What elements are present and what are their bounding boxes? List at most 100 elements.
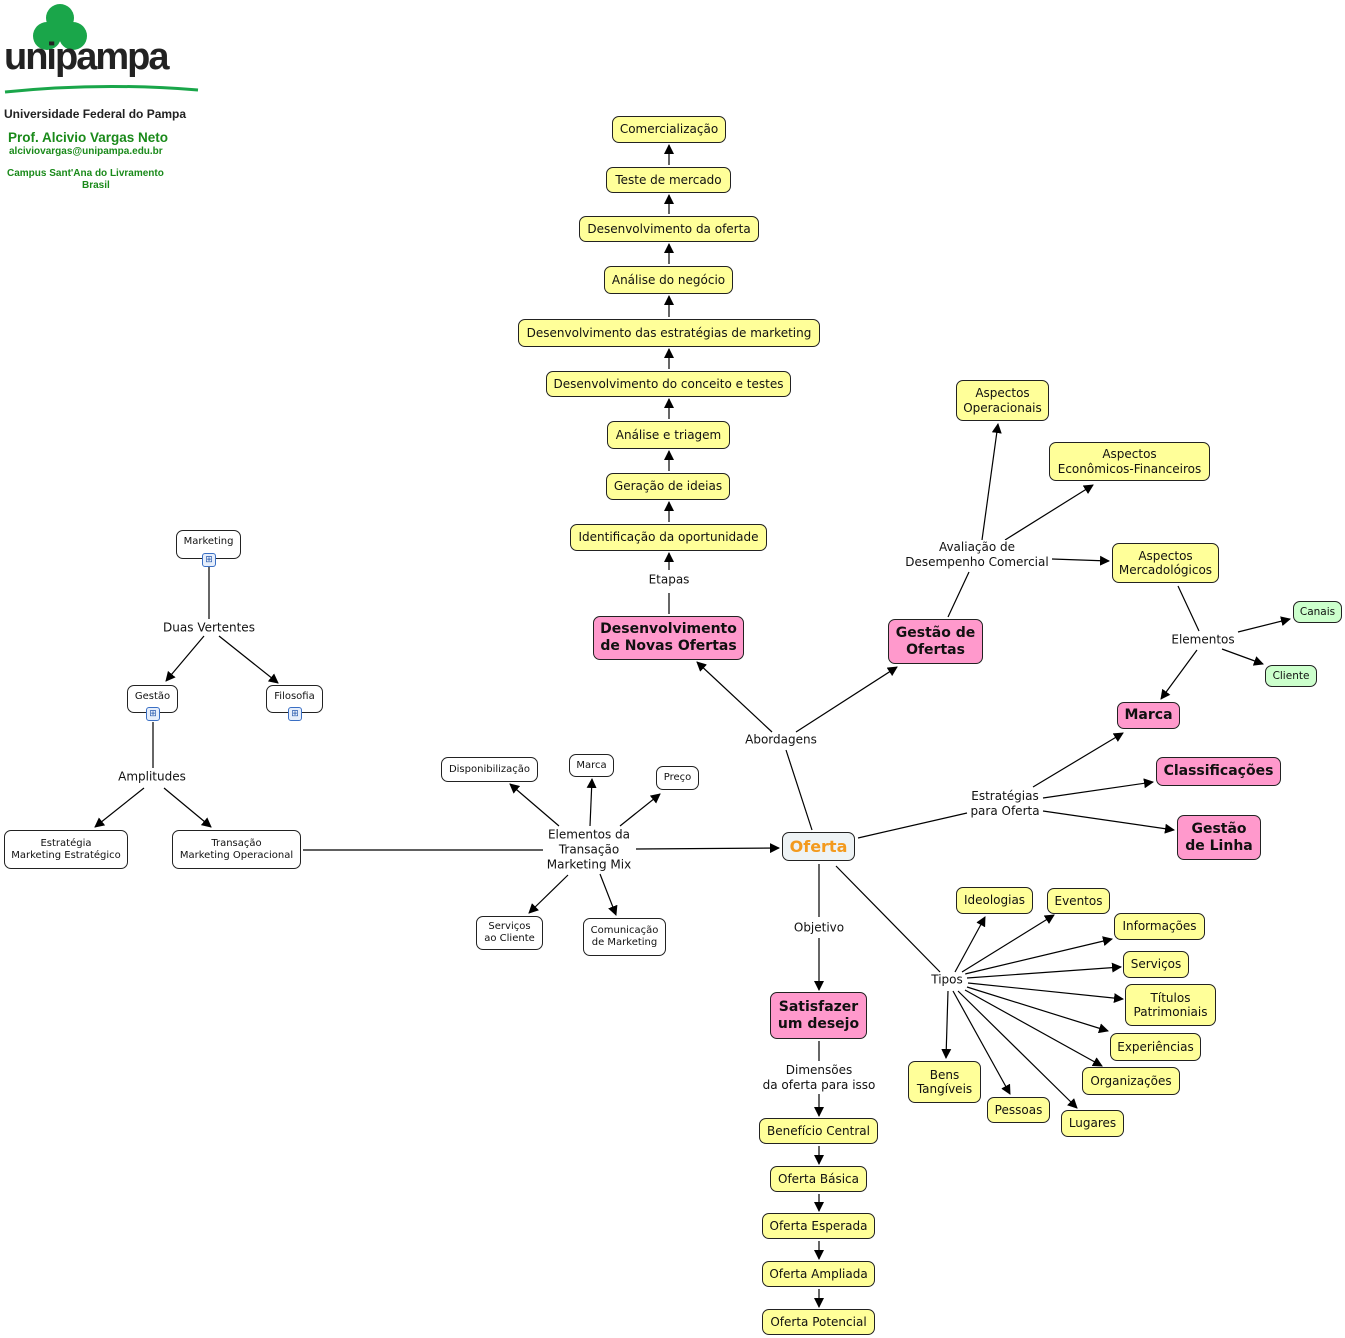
mix-distribution[interactable]: Disponibilização [441, 757, 538, 782]
link-arrow [964, 989, 1103, 1067]
mix-marketing-communication[interactable]: Comunicação de Marketing [583, 918, 666, 956]
type-services[interactable]: Serviços [1123, 951, 1189, 978]
university-name: Universidade Federal do Pampa [4, 107, 187, 121]
link-arrow [1042, 810, 1175, 834]
link-line [785, 749, 813, 831]
link-arrow [966, 962, 1122, 979]
linked-map-icon[interactable]: ⊞ [146, 707, 160, 721]
step-market-test[interactable]: Teste de mercado [606, 167, 731, 193]
link-label-abordagens: Abordagens [743, 732, 819, 748]
logo-wordmark: unipampa [4, 36, 169, 78]
mix-price[interactable]: Preço [656, 766, 699, 790]
link-label-elementos: Elementos [1169, 632, 1237, 648]
link-arrow [981, 423, 1002, 541]
link-label-objetivo: Objetivo [791, 920, 847, 936]
step-marketing-strategy[interactable]: Desenvolvimento das estratégias de marke… [518, 319, 820, 347]
step-offer-development[interactable]: Desenvolvimento da oferta [579, 216, 759, 242]
clover-logo-icon [4, 4, 199, 94]
link-label-etapas: Etapas [646, 572, 692, 588]
node-economic-aspects[interactable]: Aspectos Econômicos-Financeiros [1049, 442, 1210, 481]
link-arrow [163, 787, 212, 828]
link-arrow [941, 990, 952, 1059]
type-ideologies[interactable]: Ideologias [956, 887, 1033, 914]
level-basic-offer[interactable]: Oferta Básica [770, 1166, 867, 1192]
link-arrow [954, 916, 986, 973]
campus-name: Campus Sant'Ana do Livramento [7, 168, 164, 179]
node-client[interactable]: Cliente [1265, 665, 1317, 687]
link-arrow [528, 874, 569, 914]
country-name: Brasil [82, 180, 110, 191]
link-arrow [952, 990, 1011, 1095]
link-arrow [599, 873, 618, 916]
link-arrow [1032, 732, 1124, 788]
link-arrow [586, 778, 597, 827]
node-offer-management[interactable]: Gestão de Ofertas [888, 619, 983, 664]
link-arrow [966, 986, 1109, 1034]
link-arrow [1221, 648, 1264, 666]
link-line [835, 865, 941, 973]
node-new-offer-development[interactable]: Desenvolvimento de Novas Ofertas [593, 616, 744, 660]
link-arrow [1160, 649, 1198, 700]
professor-name: Prof. Alcivio Vargas Neto [8, 130, 169, 145]
link-label-two-aspects: Duas Vertentes [161, 620, 257, 636]
node-strategic-marketing[interactable]: Estratégia Marketing Estratégico [4, 830, 128, 869]
link-line [857, 812, 968, 839]
link-label-evaluation: Avaliação de Desempenho Comercial [903, 540, 1051, 570]
link-label-tipos: Tipos [929, 972, 965, 988]
step-business-analysis[interactable]: Análise do negócio [604, 266, 733, 294]
professor-email[interactable]: alciviovargas@unipampa.edu.br [9, 146, 163, 157]
link-label-strategies: Estratégias para Oferta [968, 789, 1042, 819]
link-arrow [509, 783, 560, 827]
linked-map-icon[interactable]: ⊞ [202, 553, 216, 567]
type-places[interactable]: Lugares [1061, 1110, 1124, 1137]
link-arrow [961, 914, 1055, 973]
link-arrow [795, 666, 898, 733]
node-offer-center[interactable]: Oferta [782, 832, 855, 861]
step-screening[interactable]: Análise e triagem [607, 421, 730, 449]
mix-customer-service[interactable]: Serviços ao Cliente [476, 916, 543, 950]
node-line-management[interactable]: Gestão de Linha [1177, 815, 1261, 860]
type-information[interactable]: Informações [1114, 913, 1205, 940]
step-commercialization[interactable]: Comercialização [612, 116, 726, 143]
type-experiences[interactable]: Experiências [1110, 1033, 1201, 1061]
link-line [1177, 585, 1200, 632]
type-events[interactable]: Eventos [1047, 888, 1110, 914]
link-arrow [94, 787, 145, 828]
link-arrow [967, 982, 1124, 1004]
step-opportunity-identification[interactable]: Identificação da oportunidade [570, 524, 767, 551]
link-arrow [165, 635, 205, 682]
step-concept-testing[interactable]: Desenvolvimento do conceito e testes [546, 371, 791, 397]
node-operational-marketing[interactable]: Transação Marketing Operacional [172, 830, 301, 869]
type-property-titles[interactable]: Títulos Patrimoniais [1125, 984, 1216, 1026]
step-idea-generation[interactable]: Geração de ideias [606, 473, 730, 500]
type-tangible-goods[interactable]: Bens Tangíveis [908, 1061, 981, 1103]
level-expected-offer[interactable]: Oferta Esperada [762, 1213, 875, 1239]
mix-brand[interactable]: Marca [569, 754, 614, 777]
link-arrow [218, 635, 279, 684]
node-market-aspects[interactable]: Aspectos Mercadológicos [1112, 543, 1219, 583]
node-operational-aspects[interactable]: Aspectos Operacionais [956, 380, 1049, 421]
link-arrow [619, 793, 661, 827]
link-arrow [1004, 484, 1094, 541]
level-augmented-offer[interactable]: Oferta Ampliada [762, 1261, 875, 1287]
link-arrow [1042, 778, 1154, 799]
type-people[interactable]: Pessoas [987, 1097, 1050, 1123]
type-organizations[interactable]: Organizações [1082, 1067, 1180, 1095]
link-arrow [1051, 555, 1110, 566]
link-arrow [964, 936, 1113, 975]
link-label-amplitudes: Amplitudes [116, 769, 188, 785]
level-core-benefit[interactable]: Benefício Central [759, 1118, 878, 1144]
node-channels[interactable]: Canais [1293, 601, 1342, 623]
link-arrow [957, 990, 1078, 1109]
level-potential-offer[interactable]: Oferta Potencial [762, 1309, 875, 1335]
link-arrow [635, 843, 780, 854]
link-arrow [696, 661, 773, 733]
link-arrow [1237, 616, 1291, 633]
node-classifications[interactable]: Classificações [1156, 757, 1281, 786]
link-label-dimensions: Dimensões da oferta para isso [760, 1063, 878, 1093]
link-line [947, 571, 970, 618]
node-brand[interactable]: Marca [1117, 702, 1180, 729]
node-satisfy-desire[interactable]: Satisfazer um desejo [770, 992, 867, 1039]
linked-map-icon[interactable]: ⊞ [288, 707, 302, 721]
